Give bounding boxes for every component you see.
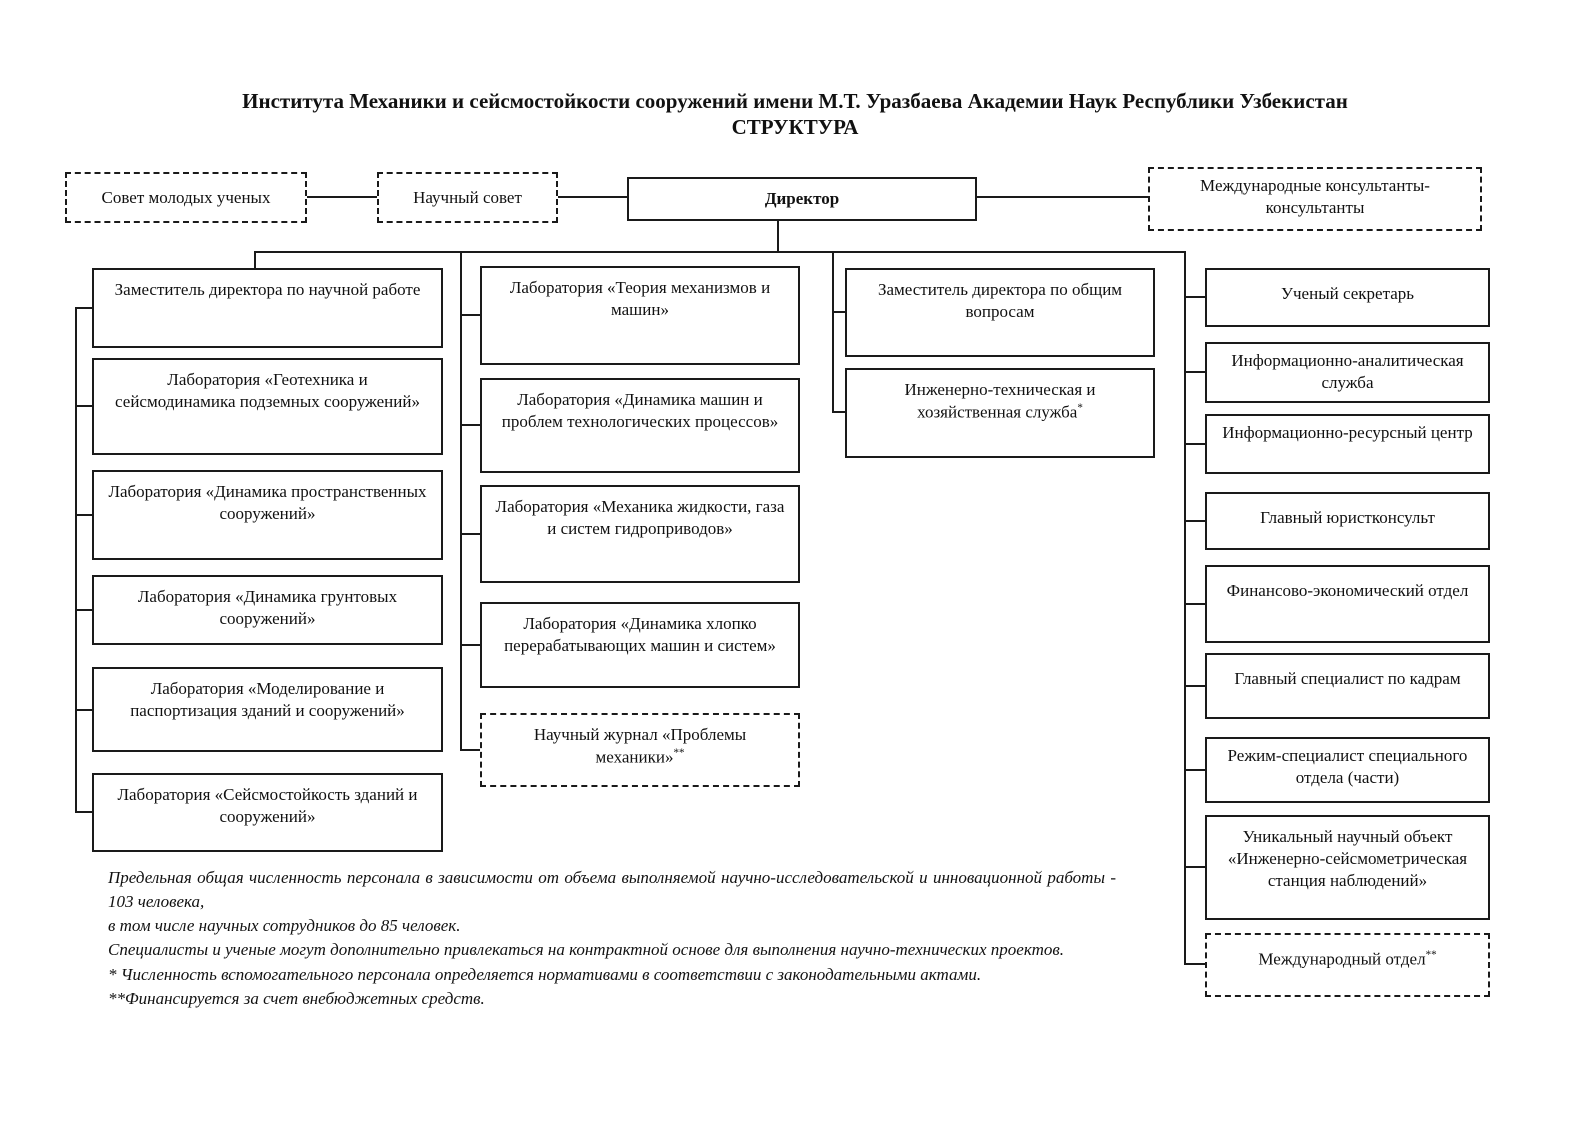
org-box-lab-mechanisms-machines: Лаборатория «Теория механизмов и машин» [480, 266, 800, 365]
connector-line [1184, 443, 1205, 445]
org-box-label: Уникальный научный объект «Инженерно-сей… [1227, 827, 1468, 891]
connector-line [460, 533, 480, 535]
connector-line [460, 251, 462, 751]
page-title: Института Механики и сейсмостойкости соо… [0, 88, 1590, 141]
footnote-marker: * [1077, 402, 1083, 415]
footnote-scientific-staff: в том числе научных сотрудников до 85 че… [108, 916, 461, 936]
connector-line [460, 424, 480, 426]
org-box-deputy-science: Заместитель директора по научной работе [92, 268, 443, 348]
org-box-lab-geotechnics: Лаборатория «Геотехника и сейсмодинамика… [92, 358, 443, 455]
org-box-lab-seismic-resistance: Лаборатория «Сейсмостойкость зданий и со… [92, 773, 443, 852]
page-subtitle: СТРУКТУРА [731, 115, 859, 140]
org-box-label: Лаборатория «Динамика машин и проблем те… [501, 390, 779, 432]
connector-line [1184, 251, 1186, 965]
org-box-label: Совет молодых ученых [101, 188, 271, 207]
org-box-label: Информационно-аналитическая служба [1231, 351, 1464, 393]
org-box-lab-soil-structures: Лаборатория «Динамика грунтовых сооружен… [92, 575, 443, 645]
connector-line [75, 307, 92, 309]
connector-line [1184, 769, 1205, 771]
footnote-contract-specialists: Специалисты и ученые могут дополнительно… [108, 940, 1064, 960]
org-box-deputy-general: Заместитель директора по общим вопросам [845, 268, 1155, 357]
org-box-label: Главный юристконсульт [1260, 508, 1435, 527]
footnote-extrabudgetary-funding: **Финансируется за счет внебюджетных сре… [108, 988, 485, 1008]
org-box-lab-machine-dynamics: Лаборатория «Динамика машин и проблем те… [480, 378, 800, 473]
org-box-lab-spatial-structures: Лаборатория «Динамика пространственных с… [92, 470, 443, 560]
connector-line [1184, 296, 1205, 298]
org-box-label: Лаборатория «Геотехника и сейсмодинамика… [115, 370, 420, 412]
org-box-scientific-secretary: Ученый секретарь [1205, 268, 1490, 327]
org-box-scientific-council: Научный совет [377, 172, 558, 223]
org-box-label: Главный специалист по кадрам [1234, 669, 1461, 688]
connector-line [1184, 963, 1205, 965]
page-title-line1: Института Механики и сейсмостойкости соо… [242, 89, 1348, 113]
org-box-info-resource-center: Информационно-ресурсный центр [1205, 414, 1490, 474]
org-box-label: Лаборатория «Сейсмостойкость зданий и со… [117, 785, 418, 827]
connector-line [832, 311, 845, 313]
connector-line [460, 644, 480, 646]
org-box-international-dept: Международный отдел** [1205, 933, 1490, 997]
org-box-lab-cotton-machines: Лаборатория «Динамика хлопко перерабатыв… [480, 602, 800, 688]
connector-line [254, 251, 256, 269]
connector-line [1184, 866, 1205, 868]
connector-line [1184, 685, 1205, 687]
org-box-label: Директор [764, 189, 840, 208]
org-box-label: Инженерно-техническая и хозяйственная сл… [904, 380, 1096, 422]
org-box-label: Лаборатория «Моделирование и паспортизац… [130, 679, 405, 721]
org-box-label: Режим-специалист специального отдела (ча… [1227, 746, 1468, 788]
org-box-unique-scientific-object: Уникальный научный объект «Инженерно-сей… [1205, 815, 1490, 920]
connector-line [558, 196, 627, 198]
org-box-label: Заместитель директора по общим вопросам [877, 280, 1123, 322]
connector-line [1184, 603, 1205, 605]
connector-line [75, 405, 92, 407]
org-box-journal-problems-of-mechanics: Научный журнал «Проблемы механики»** [480, 713, 800, 787]
connector-line [977, 196, 1148, 198]
connector-line [75, 308, 77, 813]
org-box-label: Ученый секретарь [1280, 284, 1415, 303]
org-box-hr-chief-specialist: Главный специалист по кадрам [1205, 653, 1490, 719]
connector-line [75, 811, 92, 813]
org-box-finance-economic-dept: Финансово-экономический отдел [1205, 565, 1490, 643]
org-box-label: Информационно-ресурсный центр [1222, 423, 1473, 442]
connector-line [460, 749, 480, 751]
connector-line [75, 709, 92, 711]
org-box-regime-specialist: Режим-специалист специального отдела (ча… [1205, 737, 1490, 803]
org-box-chief-legal-adviser: Главный юристконсульт [1205, 492, 1490, 550]
connector-line [1184, 371, 1205, 373]
org-box-label: Лаборатория «Теория механизмов и машин» [509, 278, 771, 320]
connector-line [1184, 520, 1205, 522]
org-box-engineering-service: Инженерно-техническая и хозяйственная сл… [845, 368, 1155, 458]
connector-line [75, 514, 92, 516]
connector-line [777, 221, 779, 253]
org-box-info-analytical-service: Информационно-аналитическая служба [1205, 342, 1490, 403]
connector-line [307, 196, 377, 198]
connector-line [75, 609, 92, 611]
org-box-label: Лаборатория «Механика жидкости, газа и с… [495, 497, 785, 539]
org-box-director: Директор [627, 177, 977, 221]
org-box-label: Научный совет [413, 188, 522, 207]
org-box-label: Международный отдел [1258, 949, 1426, 969]
footnote-staff-total: Предельная общая численность персонала в… [108, 868, 1116, 912]
org-box-label: Лаборатория «Динамика пространственных с… [108, 482, 427, 524]
org-box-label: Международные консультанты-консультанты [1200, 176, 1430, 218]
footnote-support-staff: * Численность вспомогательного персонала… [108, 964, 982, 984]
connector-line [460, 314, 480, 316]
org-box-lab-fluid-mechanics: Лаборатория «Механика жидкости, газа и с… [480, 485, 800, 583]
org-box-label: Лаборатория «Динамика хлопко перерабатыв… [504, 614, 776, 656]
connector-line [254, 251, 1186, 253]
footnotes: Предельная общая численность персонала в… [108, 866, 1116, 1011]
footnote-marker: ** [1425, 949, 1437, 961]
org-box-label: Финансово-экономический отдел [1226, 581, 1469, 600]
org-box-label: Лаборатория «Динамика грунтовых сооружен… [137, 587, 398, 629]
org-box-young-scientists-council: Совет молодых ученых [65, 172, 307, 223]
org-box-lab-modeling-certification: Лаборатория «Моделирование и паспортизац… [92, 667, 443, 752]
org-box-label: Заместитель директора по научной работе [114, 280, 421, 299]
org-box-label: Научный журнал «Проблемы механики» [533, 725, 747, 767]
connector-line [832, 251, 834, 413]
connector-line [832, 411, 845, 413]
org-box-international-consultants: Международные консультанты-консультанты [1148, 167, 1482, 231]
footnote-marker: ** [673, 747, 685, 760]
